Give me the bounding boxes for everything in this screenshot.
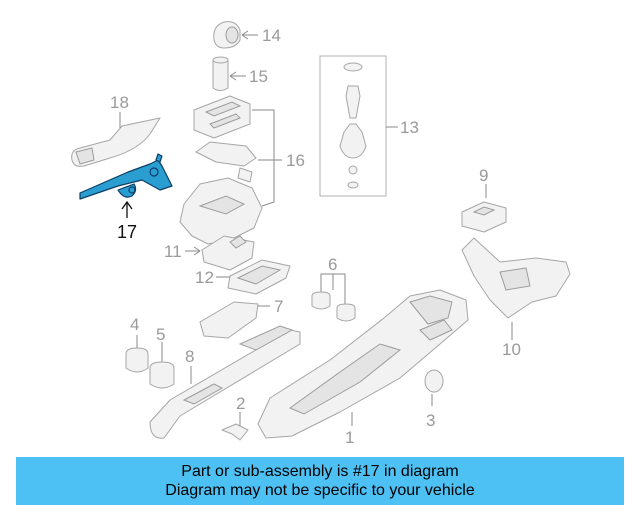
part-11-console-housing bbox=[179, 177, 263, 271]
callout-13: 13 bbox=[400, 118, 419, 137]
part-8-trim-strip bbox=[149, 325, 301, 439]
part-12-plate bbox=[216, 259, 291, 295]
part-4-plug bbox=[125, 335, 149, 373]
callout-3: 3 bbox=[426, 411, 435, 430]
callout-7: 7 bbox=[274, 297, 283, 316]
part-1-main-console bbox=[257, 289, 469, 439]
part-5-plug bbox=[149, 342, 175, 389]
part-7-tray bbox=[199, 301, 270, 339]
part-16-shift-gate bbox=[193, 95, 282, 207]
part-14-shift-knob bbox=[213, 21, 258, 49]
callout-8: 8 bbox=[185, 347, 194, 366]
part-15-sleeve bbox=[212, 56, 246, 91]
callout-16: 16 bbox=[286, 151, 305, 170]
part-9-cap bbox=[461, 184, 507, 233]
callout-12: 12 bbox=[195, 268, 214, 287]
callout-14: 14 bbox=[262, 26, 281, 45]
callout-2: 2 bbox=[236, 394, 245, 413]
callout-6: 6 bbox=[328, 255, 337, 274]
banner-line-1: Part or sub-assembly is #17 in diagram bbox=[181, 463, 459, 480]
callout-17: 17 bbox=[117, 222, 137, 242]
info-banner: Part or sub-assembly is #17 in diagram D… bbox=[16, 457, 624, 505]
part-2-clip bbox=[221, 412, 249, 441]
part-3-knob bbox=[424, 369, 444, 406]
callout-10: 10 bbox=[502, 340, 521, 359]
banner-line-2: Diagram may not be specific to your vehi… bbox=[165, 482, 475, 499]
callout-5: 5 bbox=[156, 325, 165, 344]
part-13-shifter-assembly bbox=[319, 55, 398, 197]
callout-9: 9 bbox=[479, 166, 488, 185]
callout-18: 18 bbox=[110, 93, 129, 112]
callout-4: 4 bbox=[130, 315, 139, 334]
part-17-highlighted bbox=[79, 153, 173, 218]
part-18-boot bbox=[71, 112, 161, 167]
part-10-rear-panel bbox=[461, 237, 571, 340]
part-6-plugs bbox=[311, 273, 356, 322]
callout-11: 11 bbox=[164, 242, 182, 261]
callout-15: 15 bbox=[249, 67, 268, 86]
parts-diagram: 14 15 18 17 16 bbox=[71, 21, 571, 447]
callout-1: 1 bbox=[345, 428, 354, 447]
